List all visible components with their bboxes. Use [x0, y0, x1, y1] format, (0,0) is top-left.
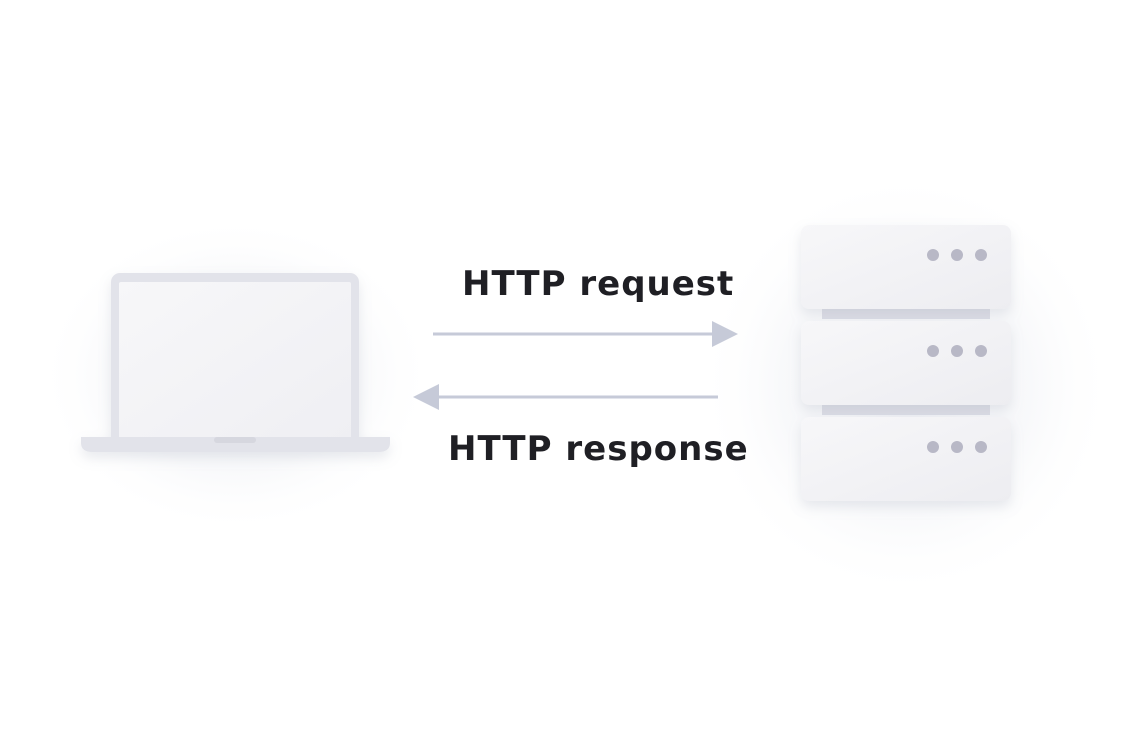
- response-label: HTTP response: [448, 429, 749, 469]
- server-unit: [801, 225, 1011, 309]
- server-unit: [801, 321, 1011, 405]
- response-arrow: [413, 384, 718, 410]
- indicator-dots: [927, 249, 987, 453]
- server-rack-icon: [696, 170, 1116, 600]
- laptop-icon: [36, 215, 436, 535]
- request-label: HTTP request: [462, 264, 735, 304]
- request-arrow: [433, 321, 738, 347]
- server-unit: [801, 417, 1011, 501]
